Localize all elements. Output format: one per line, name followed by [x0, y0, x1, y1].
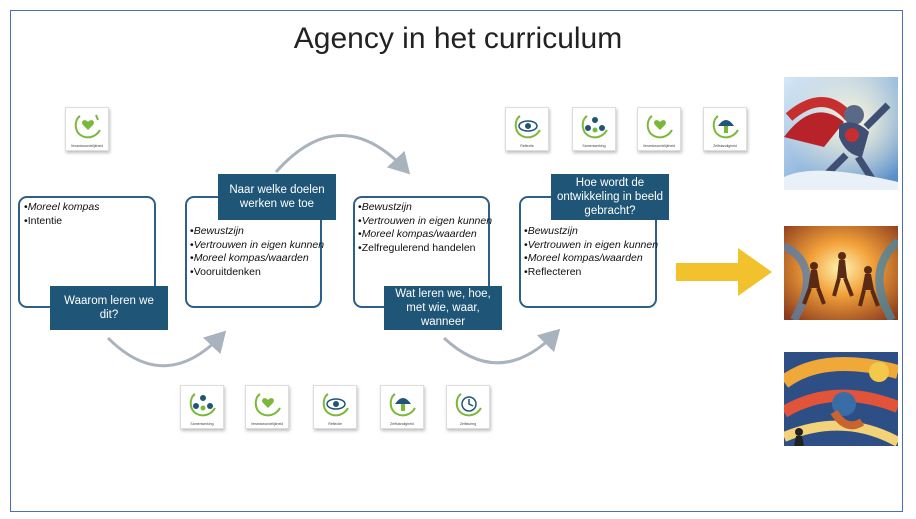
list-item: •Bewustzijn	[358, 201, 412, 213]
curve-arrow-2	[274, 134, 411, 175]
compass-heart-icon: Verantwoordelijkheid	[245, 385, 289, 429]
slide-frame	[10, 10, 903, 512]
list-item: •Vertrouwen in eigen kunnen	[524, 238, 659, 251]
list-item: •Moreel kompas/waarden	[358, 228, 477, 240]
slide-title: Agency in het curriculum	[293, 22, 623, 55]
superhero-illustration	[784, 77, 898, 190]
step-list-4: •Bewustzijn •Vertrouwen in eigen kunnen …	[524, 225, 658, 279]
big-yellow-arrow	[676, 248, 772, 296]
curve-arrow-3	[442, 328, 561, 365]
step-list-1: •Moreel kompas •Intentie	[24, 201, 99, 228]
compass-heart-icon: Verantwoordelijkheid	[65, 107, 109, 151]
list-item: •Moreel kompas/waarden	[190, 252, 309, 264]
step-label-2: Naar welke doelen werken we toe	[218, 174, 336, 220]
list-item: •Intentie	[24, 214, 63, 227]
mushroom-icon: Zelfstandigheid	[380, 385, 424, 429]
network-icon: Samenwerking	[180, 385, 224, 429]
clock-icon: Zelfsturing	[446, 385, 490, 429]
eye-icon: Reflectie	[313, 385, 357, 429]
list-item: •Moreel kompas/waarden	[524, 252, 643, 264]
curve-arrow-1	[106, 330, 227, 368]
dancing-figures-illustration	[784, 226, 898, 320]
list-item: •Zelfregulerend handelen	[358, 241, 476, 254]
eye-icon: Reflectie	[505, 107, 549, 151]
list-item: •Bewustzijn	[524, 225, 578, 237]
list-item: •Moreel kompas	[24, 201, 100, 213]
step-label-1: Waarom leren we dit?	[50, 286, 168, 330]
list-item: •Vooruitdenken	[190, 265, 261, 278]
mushroom-icon: Zelfstandigheid	[703, 107, 747, 151]
list-item: •Vertrouwen in eigen kunnen	[358, 214, 493, 227]
list-item: •Vertrouwen in eigen kunnen	[190, 238, 325, 251]
list-item: •Bewustzijn	[190, 225, 244, 237]
list-item: •Reflecteren	[524, 265, 582, 278]
network-icon: Samenwerking	[572, 107, 616, 151]
abstract-figure-illustration	[784, 352, 898, 446]
step-label-3: Wat leren we, hoe, met wie, waar, wannee…	[384, 286, 502, 330]
step-list-3: •Bewustzijn •Vertrouwen in eigen kunnen …	[358, 201, 492, 255]
step-list-2: •Bewustzijn •Vertrouwen in eigen kunnen …	[190, 225, 324, 279]
compass-heart-icon: Verantwoordelijkheid	[637, 107, 681, 151]
step-label-4: Hoe wordt de ontwikkeling in beeld gebra…	[551, 174, 669, 220]
